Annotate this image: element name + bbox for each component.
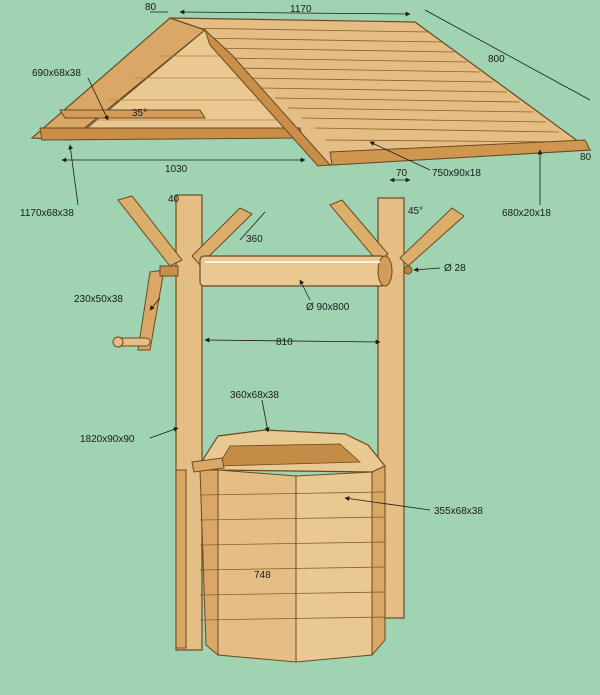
label-ridge-beam: 1170x68x38 <box>20 208 74 219</box>
label-rafter-span: 1030 <box>165 164 188 175</box>
ridge-beam <box>39 127 303 141</box>
roof <box>30 17 592 167</box>
label-post-width: 70 <box>396 168 408 179</box>
label-rim-board: 360x68x38 <box>230 390 279 401</box>
brace-left-outer <box>117 195 183 267</box>
well-face-far-right <box>371 465 386 657</box>
label-crank: 230x50x38 <box>74 294 123 305</box>
fascia-right <box>204 29 332 167</box>
label-post: 1820x90x90 <box>80 434 135 445</box>
label-rafter: 690x68x38 <box>32 68 81 79</box>
post-left-lower <box>175 469 187 649</box>
label-batten: 680x20x18 <box>502 208 551 219</box>
label-axle-hole: Ø 28 <box>444 263 466 274</box>
gable-boards <box>95 55 285 121</box>
rafter <box>59 109 206 119</box>
label-drum: Ø 90x800 <box>306 302 350 313</box>
label-roof-width: 1170 <box>290 4 312 15</box>
ledge-board <box>191 457 225 473</box>
label-roof-edge: 80 <box>580 152 592 163</box>
roof-boards <box>181 27 573 143</box>
well-face-left <box>199 469 219 657</box>
label-wall-board: 355x68x38 <box>434 506 483 517</box>
label-roof-depth: 800 <box>488 54 505 65</box>
brace-right-outer <box>329 199 389 263</box>
label-roof-board: 750x90x18 <box>432 168 481 179</box>
axle-pin <box>403 265 413 275</box>
label-roof-overhang: 80 <box>145 2 157 13</box>
drum <box>199 255 393 287</box>
label-brace-spacing: 360 <box>246 234 263 245</box>
label-post-top: 40 <box>168 194 180 205</box>
crank <box>112 265 179 351</box>
roof-edge-board <box>329 139 591 166</box>
frame <box>117 194 465 651</box>
label-post-spacing: 810 <box>276 337 293 348</box>
dimension-lines <box>61 9 591 511</box>
well-boards <box>199 491 386 621</box>
well-body <box>191 429 386 663</box>
well-face-front <box>217 469 297 663</box>
dimension-labels: 80 1170 800 690x68x38 35° 1030 1170x68x3… <box>20 2 592 581</box>
label-brace-angle: 45° <box>408 206 423 217</box>
label-well-height: 748 <box>254 570 271 581</box>
label-roof-angle: 35° <box>132 108 147 119</box>
